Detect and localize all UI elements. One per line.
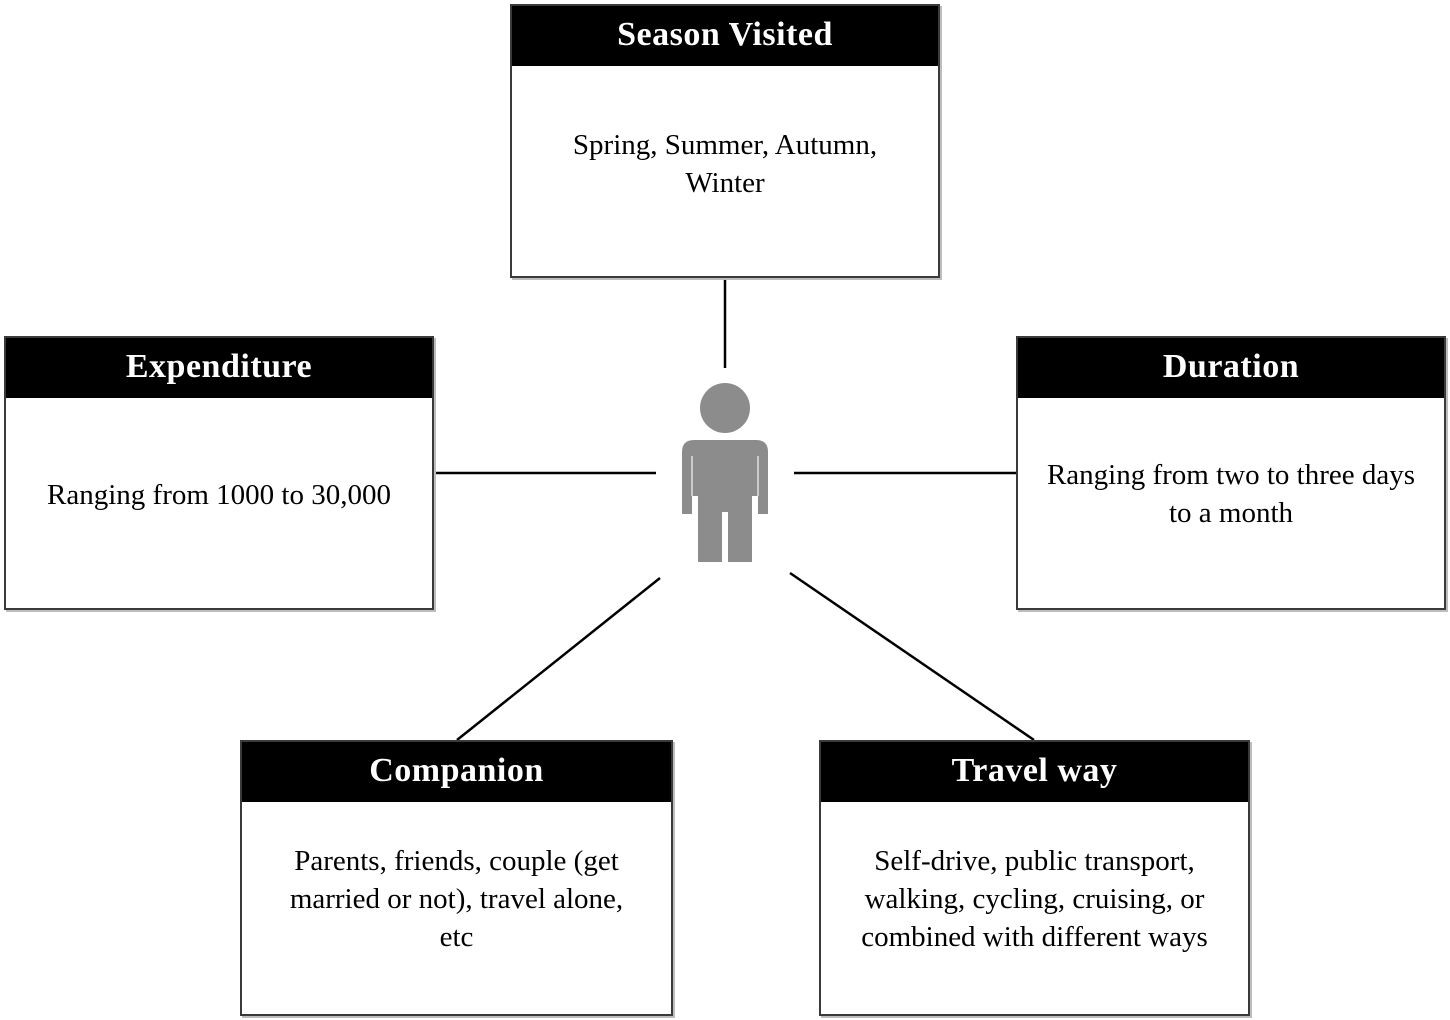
duration-body: Ranging from two to three days to a mont… bbox=[1046, 459, 1416, 529]
person-icon bbox=[682, 383, 768, 562]
expenditure-card: Expenditure Ranging from 1000 to 30,000 bbox=[4, 336, 434, 610]
expenditure-body: Ranging from 1000 to 30,000 bbox=[47, 479, 391, 511]
companion-title: Companion bbox=[242, 742, 671, 802]
travel-way-card: Travel way Self-drive, public transport,… bbox=[819, 740, 1250, 1016]
companion-card: Companion Parents, friends, couple (get … bbox=[240, 740, 673, 1016]
companion-body: Parents, friends, couple (get married or… bbox=[289, 845, 624, 953]
connector-companion bbox=[456, 577, 661, 741]
duration-title: Duration bbox=[1018, 338, 1444, 398]
season-visited-title: Season Visited bbox=[512, 6, 938, 66]
travel-way-body: Self-drive, public transport, walking, c… bbox=[861, 845, 1208, 953]
duration-card: Duration Ranging from two to three days … bbox=[1016, 336, 1446, 610]
travel-way-title: Travel way bbox=[821, 742, 1248, 802]
season-visited-card: Season Visited Spring, Summer, Autumn, W… bbox=[510, 4, 940, 278]
expenditure-title: Expenditure bbox=[6, 338, 432, 398]
season-visited-body: Spring, Summer, Autumn, Winter bbox=[572, 129, 878, 199]
connector-travel-way bbox=[789, 571, 1035, 742]
